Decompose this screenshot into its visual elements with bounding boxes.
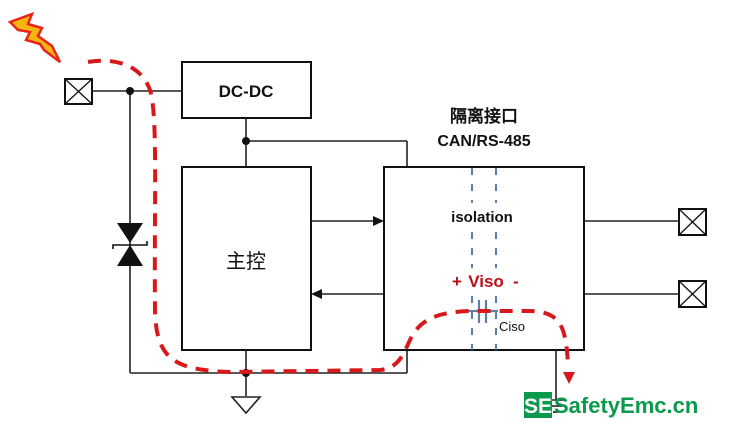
tx-arrow (311, 216, 384, 226)
viso-plus: + (452, 272, 462, 291)
isolation-label: isolation (451, 209, 513, 226)
iso-interface-subtitle: CAN/RS-485 (437, 133, 530, 150)
iso-interface-title: 隔离接口 (450, 106, 518, 127)
output-connector-2 (678, 280, 707, 308)
isolation-label-bg (440, 203, 530, 227)
dcdc-label: DC-DC (219, 82, 274, 101)
watermark-badge: SE (524, 395, 552, 418)
output-connector-1 (678, 208, 707, 236)
ground-icon (230, 396, 262, 415)
dcdc-block (181, 61, 312, 119)
rx-arrow (311, 289, 384, 299)
input-connector (64, 78, 93, 105)
watermark-text: SafetyEmc.cn (554, 393, 698, 418)
tvs-diode-icon (112, 223, 148, 266)
junction-dot (126, 87, 134, 95)
junction-dot (242, 137, 250, 145)
viso-minus: - (513, 272, 519, 291)
viso-label-bg (440, 268, 530, 290)
iso-interface-block (383, 166, 585, 351)
watermark: SE SafetyEmc.cn (524, 392, 698, 418)
mcu-block (181, 166, 312, 351)
lightning-icon (7, 11, 62, 63)
mcu-label: 主控 (226, 249, 266, 273)
ciso-label: Ciso (499, 319, 525, 334)
surge-arrowhead-icon (563, 372, 575, 384)
watermark-badge-bg (524, 392, 552, 418)
surge-current-path (87, 58, 570, 375)
viso-label: Viso (468, 272, 504, 291)
